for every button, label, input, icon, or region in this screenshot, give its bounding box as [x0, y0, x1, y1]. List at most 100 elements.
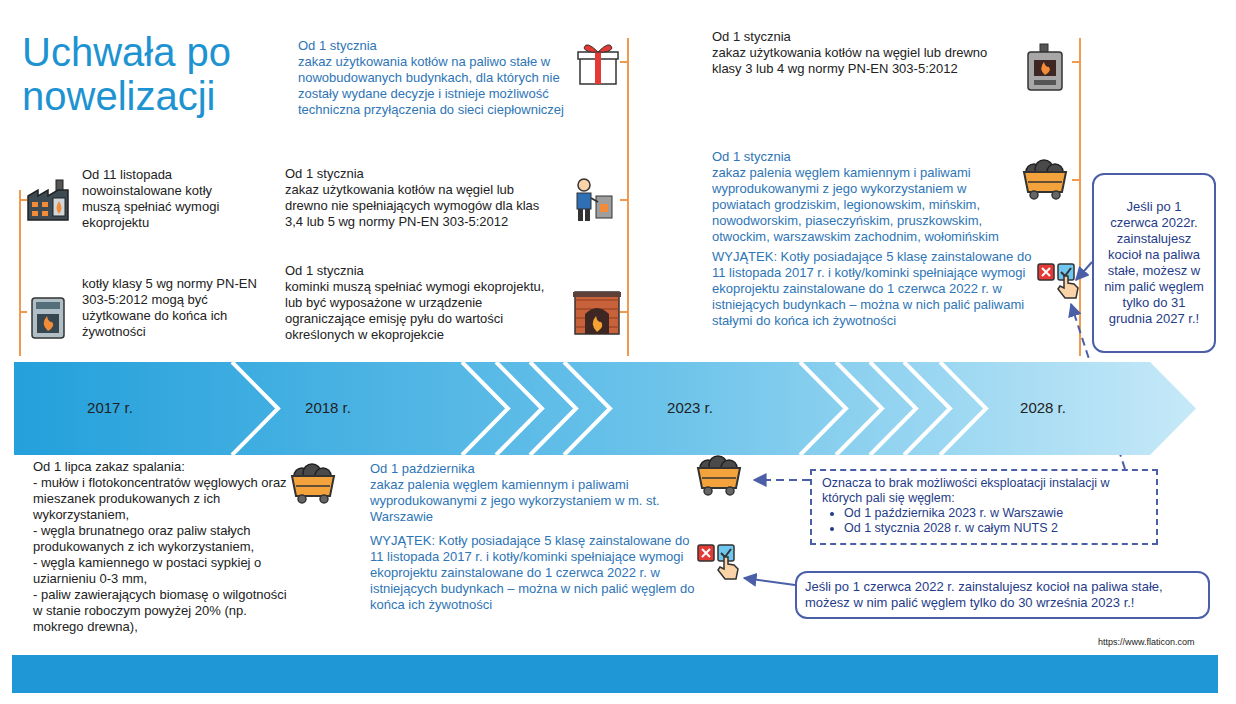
- fireplace-icon-part: [573, 292, 621, 297]
- boiler-icon-part: [32, 298, 64, 338]
- note-text: Od 1 stycznia: [298, 38, 566, 54]
- checkbox-hand-icon-part: [702, 549, 710, 557]
- checkbox-hand-icon-part: [1061, 268, 1071, 276]
- orange-bracket-part: [1072, 61, 1080, 63]
- factory-icon-part: [32, 202, 38, 207]
- factory-icon-part: [28, 190, 68, 220]
- note-text: zakaz palenia węglem kamiennym i paliwam…: [370, 477, 690, 525]
- year-label: 2028 r.: [1003, 399, 1083, 417]
- coal-cart-icon-part: [320, 495, 328, 503]
- note-text: WYJĄTEK: Kotły posiadające 5 klasę zains…: [712, 249, 1037, 329]
- timeline-band: [14, 362, 1196, 455]
- coal-cart-icon-part: [698, 468, 740, 488]
- note-text: zakaz użytkowania kotłów na paliwo stałe…: [298, 54, 568, 118]
- chevron-divider: [836, 362, 882, 455]
- factory-icon: [28, 180, 68, 220]
- note-text: Od 1 października: [370, 461, 690, 477]
- worker-icon: [577, 179, 612, 221]
- stove-icon-part: [1028, 52, 1062, 90]
- coal-cart-icon-part: [704, 487, 712, 495]
- footer-bar: [12, 655, 1218, 693]
- checkbox-hand-icon-part: [1058, 276, 1078, 298]
- stove-icon-part: [1034, 60, 1056, 76]
- note-text: zakaz użytkowania kotłów na węgiel lub d…: [285, 182, 547, 230]
- box-text: Jeśli po 1 czerwca 2022 r. zainstalujesz…: [805, 579, 1163, 610]
- coal-cart-icon: [292, 464, 334, 503]
- orange-bracket-part: [1079, 38, 1081, 356]
- stove-icon: [1028, 44, 1062, 90]
- worker-icon-part: [591, 198, 598, 202]
- orange-bracket-part: [620, 61, 628, 63]
- note-text: - węgla kamiennego w postaci sypkiej o u…: [33, 555, 291, 587]
- fireplace-icon-part: [585, 308, 609, 334]
- note-box: Oznacza to brak możliwości eksploatacji …: [810, 469, 1158, 545]
- note-text: - paliw zawierających biomasę o wilgotno…: [33, 587, 291, 635]
- chevron-divider: [940, 362, 986, 455]
- chevron-divider: [800, 362, 846, 455]
- year-label: 2017 r.: [70, 399, 150, 417]
- chevron-divider: [870, 362, 916, 455]
- title: Uchwała po nowelizacji: [22, 30, 272, 118]
- boiler-icon-part: [44, 316, 54, 331]
- coal-cart-icon-part: [702, 477, 736, 479]
- worker-icon-part: [596, 196, 612, 218]
- worker-icon-part: [600, 204, 608, 212]
- leader-arrow-part: [754, 479, 810, 481]
- callout-box: Jeśli po 1 czerwca 2022 r. zainstalujesz…: [795, 571, 1210, 619]
- fireplace-icon-part: [575, 300, 619, 301]
- text-row: Jeśli po 1 czerwca 2022 r. zainstalujesz…: [805, 579, 1200, 611]
- coal-cart-icon-part: [296, 485, 330, 487]
- chevron-divider: [904, 362, 950, 455]
- text-row: Od 1 stycznia 2028 r. w całym NUTS 2: [822, 521, 1146, 536]
- gift-icon-part: [595, 52, 601, 84]
- worker-icon-part: [585, 209, 590, 221]
- bullet-dot: [830, 527, 834, 531]
- note-text: Od 1 stycznia: [712, 149, 1024, 165]
- orange-bracket-part: [1072, 179, 1080, 181]
- orange-bracket-part: [20, 199, 27, 201]
- factory-icon-part: [53, 198, 65, 216]
- text-row: Od 1 października 2023 r. w Warszawie: [822, 506, 1146, 521]
- note-text: zakaz użytkowania kotłów na węgiel lub d…: [712, 45, 1012, 77]
- boiler-icon-part: [36, 302, 60, 309]
- year-label: 2018 r.: [288, 399, 368, 417]
- checkbox-hand-icon-part: [1038, 264, 1054, 280]
- year-label: 2023 r.: [650, 399, 730, 417]
- callout-box: Jeśli po 1 czerwca 2022r. zainstalujesz …: [1092, 173, 1216, 353]
- chevron-divider: [496, 362, 542, 455]
- note-text: WYJĄTEK: Kotły posiadające 5 klasę zains…: [370, 533, 695, 613]
- factory-icon-part: [57, 201, 62, 214]
- checkbox-hand-icon-part: [718, 557, 738, 579]
- note-text: zakaz palenia węglem kamiennym i paliwam…: [712, 165, 1024, 245]
- orange-bracket-part: [620, 311, 628, 313]
- chevron-divider: [530, 362, 576, 455]
- coal-cart-icon-part: [292, 476, 334, 496]
- checkbox-hand-icon-part: [698, 545, 714, 561]
- orange-bracket-part: [620, 199, 628, 201]
- note-text: kominki muszą spełniać wymogi ekoprojekt…: [285, 279, 557, 343]
- boiler-icon: [32, 298, 64, 338]
- stove-icon-part: [1040, 44, 1048, 52]
- factory-icon-part: [42, 202, 48, 207]
- stove-icon-part: [1041, 62, 1050, 75]
- coal-cart-icon-part: [1052, 191, 1060, 199]
- boiler-icon-part: [37, 314, 59, 333]
- fireplace-icon: [573, 292, 621, 334]
- gift-icon-part: [584, 45, 612, 52]
- coal-cart-icon: [698, 456, 740, 495]
- note-text: Od 11 listopada nowoinstalowane kotły mu…: [82, 167, 222, 231]
- checkbox-hand-icon: [1038, 264, 1078, 298]
- checkbox-hand-icon-part: [721, 549, 731, 557]
- note-text: - węgla brunatnego oraz paliw stałych pr…: [33, 523, 291, 555]
- gift-icon: [578, 45, 618, 84]
- coal-cart-icon-part: [1028, 181, 1062, 183]
- chevron-divider: [232, 362, 278, 455]
- box-text: Oznacza to brak możliwości eksploatacji …: [822, 476, 1110, 505]
- fireplace-icon-part: [575, 292, 619, 334]
- chevron-divider: [462, 362, 508, 455]
- bullet-dot: [830, 512, 834, 516]
- coal-cart-icon-part: [298, 495, 306, 503]
- factory-icon-part: [42, 211, 48, 216]
- checkbox-hand-icon-part: [1042, 268, 1050, 276]
- orange-bracket-part: [627, 38, 629, 356]
